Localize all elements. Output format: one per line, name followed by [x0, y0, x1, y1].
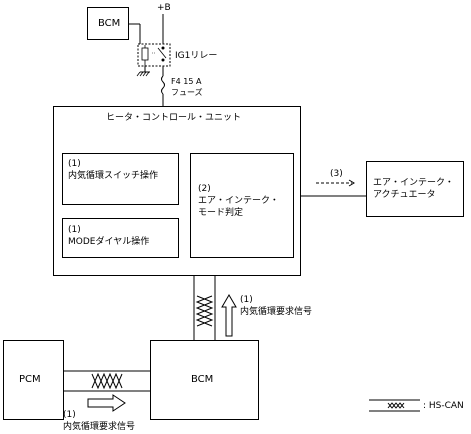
- heater-control-unit-title: ヒータ・コントロール・ユニット: [106, 113, 242, 123]
- bcm-top-label: BCM: [98, 18, 121, 29]
- signal-right-num: (1): [240, 295, 253, 305]
- signal-right-arrow: [87, 394, 126, 412]
- signal-bottom-label: 内気循環要求信号: [63, 422, 136, 432]
- legend-label: : HS-CAN: [423, 401, 464, 411]
- fuse-label-1: F4 15 A: [171, 77, 202, 86]
- mode-dial-box: (1) MODEダイヤル操作: [62, 218, 179, 258]
- actuator-box: エア・インテーク・ アクチュエータ: [366, 161, 464, 217]
- power-label: +B: [157, 3, 171, 13]
- pcm-box: PCM: [3, 340, 64, 420]
- bcm-bottom-box: BCM: [150, 340, 259, 420]
- pcm-label: PCM: [19, 374, 41, 385]
- bcm-bottom-label: BCM: [191, 374, 214, 385]
- fuse-symbol: [161, 75, 165, 95]
- actuator-label-1: エア・インテーク・: [373, 178, 454, 188]
- recirc-switch-num: (1): [68, 159, 81, 169]
- arrow-3-num: (3): [330, 169, 343, 179]
- fuse-label-2: フューズ: [171, 88, 203, 97]
- relay-box: [137, 43, 171, 67]
- signal-right-label: 内気循環要求信号: [240, 307, 313, 317]
- recirc-switch-box: (1) 内気循環スイッチ操作: [62, 153, 179, 205]
- recirc-switch-label: 内気循環スイッチ操作: [68, 171, 159, 181]
- actuator-label-2: アクチュエータ: [373, 190, 436, 200]
- intake-mode-judge-line2: モード判定: [198, 208, 244, 218]
- signal-bottom-num: (1): [63, 410, 76, 420]
- mode-dial-num: (1): [68, 225, 81, 235]
- intake-mode-judge-line1: エア・インテーク・: [198, 196, 279, 206]
- bcm-top-box: BCM: [87, 7, 129, 40]
- intake-mode-judge-num: (2): [198, 184, 211, 194]
- signal-up-arrow: [221, 294, 237, 337]
- relay-label: IG1リレー: [175, 51, 218, 61]
- mode-dial-label: MODEダイヤル操作: [68, 237, 150, 247]
- intake-mode-judge-box: (2) エア・インテーク・ モード判定: [190, 153, 294, 258]
